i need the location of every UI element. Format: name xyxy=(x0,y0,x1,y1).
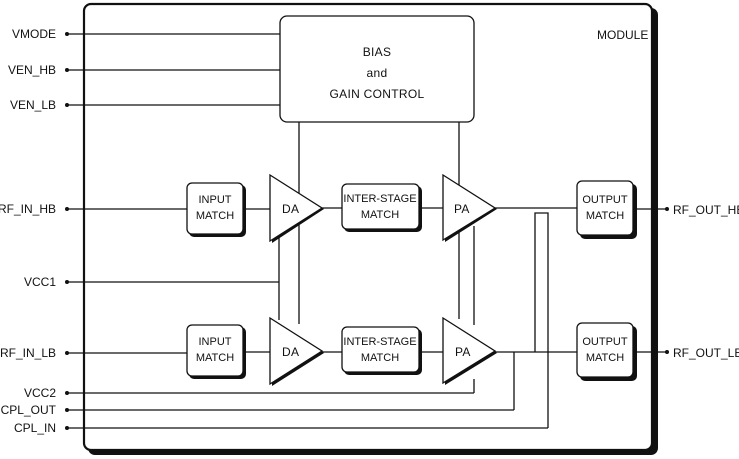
lb-power-amplifier xyxy=(442,316,497,385)
lb-interstage-line1: INTER-STAGE xyxy=(343,336,416,348)
pin-rf-in-hb: RF_IN_HB xyxy=(0,202,56,216)
lb-driver-amplifier xyxy=(269,316,324,386)
module-label: MODULE xyxy=(597,28,648,42)
hb-input-match xyxy=(186,182,246,237)
coupler-wires xyxy=(513,212,549,428)
pin-rf-out-lb: RF_OUT_LB xyxy=(673,346,739,360)
pin-cpl-out: CPL_OUT xyxy=(1,403,57,417)
pin-ven-lb: VEN_LB xyxy=(10,98,56,112)
hb-output-match-line2: MATCH xyxy=(586,210,624,222)
lb-input-match-line1: INPUT xyxy=(199,336,232,348)
pin-rf-in-lb: RF_IN_LB xyxy=(0,346,56,360)
lb-driver-amplifier-label: DA xyxy=(282,345,299,359)
pin-vcc2: VCC2 xyxy=(24,386,56,400)
hb-output-match xyxy=(576,180,637,239)
pin-rf-out-hb: RF_OUT_HB xyxy=(673,203,739,217)
bias-gain-control-block xyxy=(279,15,475,123)
bias-supply-wires xyxy=(278,122,475,393)
lb-interstage-match xyxy=(341,326,422,375)
hb-interstage-match xyxy=(341,183,422,232)
lb-power-amplifier-label: PA xyxy=(455,345,471,359)
lb-output-match xyxy=(576,322,637,381)
hb-input-match-line2: MATCH xyxy=(196,210,234,222)
hb-interstage-line1: INTER-STAGE xyxy=(343,193,416,205)
hb-input-match-line1: INPUT xyxy=(199,194,232,206)
hb-power-amplifier-label: PA xyxy=(454,202,470,216)
hb-power-amplifier xyxy=(442,173,497,242)
pin-ven-hb: VEN_HB xyxy=(8,63,56,77)
pin-vcc1: VCC1 xyxy=(24,275,56,289)
lb-output-match-line1: OUTPUT xyxy=(582,336,628,348)
bias-label-line1: BIAS xyxy=(363,45,392,59)
hb-output-match-line1: OUTPUT xyxy=(582,194,628,206)
pin-vmode: VMODE xyxy=(12,27,56,41)
lb-input-match-line2: MATCH xyxy=(196,352,234,364)
hb-driver-amplifier xyxy=(269,173,324,243)
lb-input-match xyxy=(186,324,246,379)
left-pin-wires xyxy=(65,32,548,430)
bias-label-line2: and xyxy=(367,66,388,80)
pin-cpl-in: CPL_IN xyxy=(14,421,56,435)
lb-output-match-line2: MATCH xyxy=(586,352,624,364)
hb-interstage-line2: MATCH xyxy=(361,209,399,221)
bias-label-line3: GAIN CONTROL xyxy=(330,87,425,101)
hb-driver-amplifier-label: DA xyxy=(282,202,299,216)
lb-interstage-line2: MATCH xyxy=(361,352,399,364)
